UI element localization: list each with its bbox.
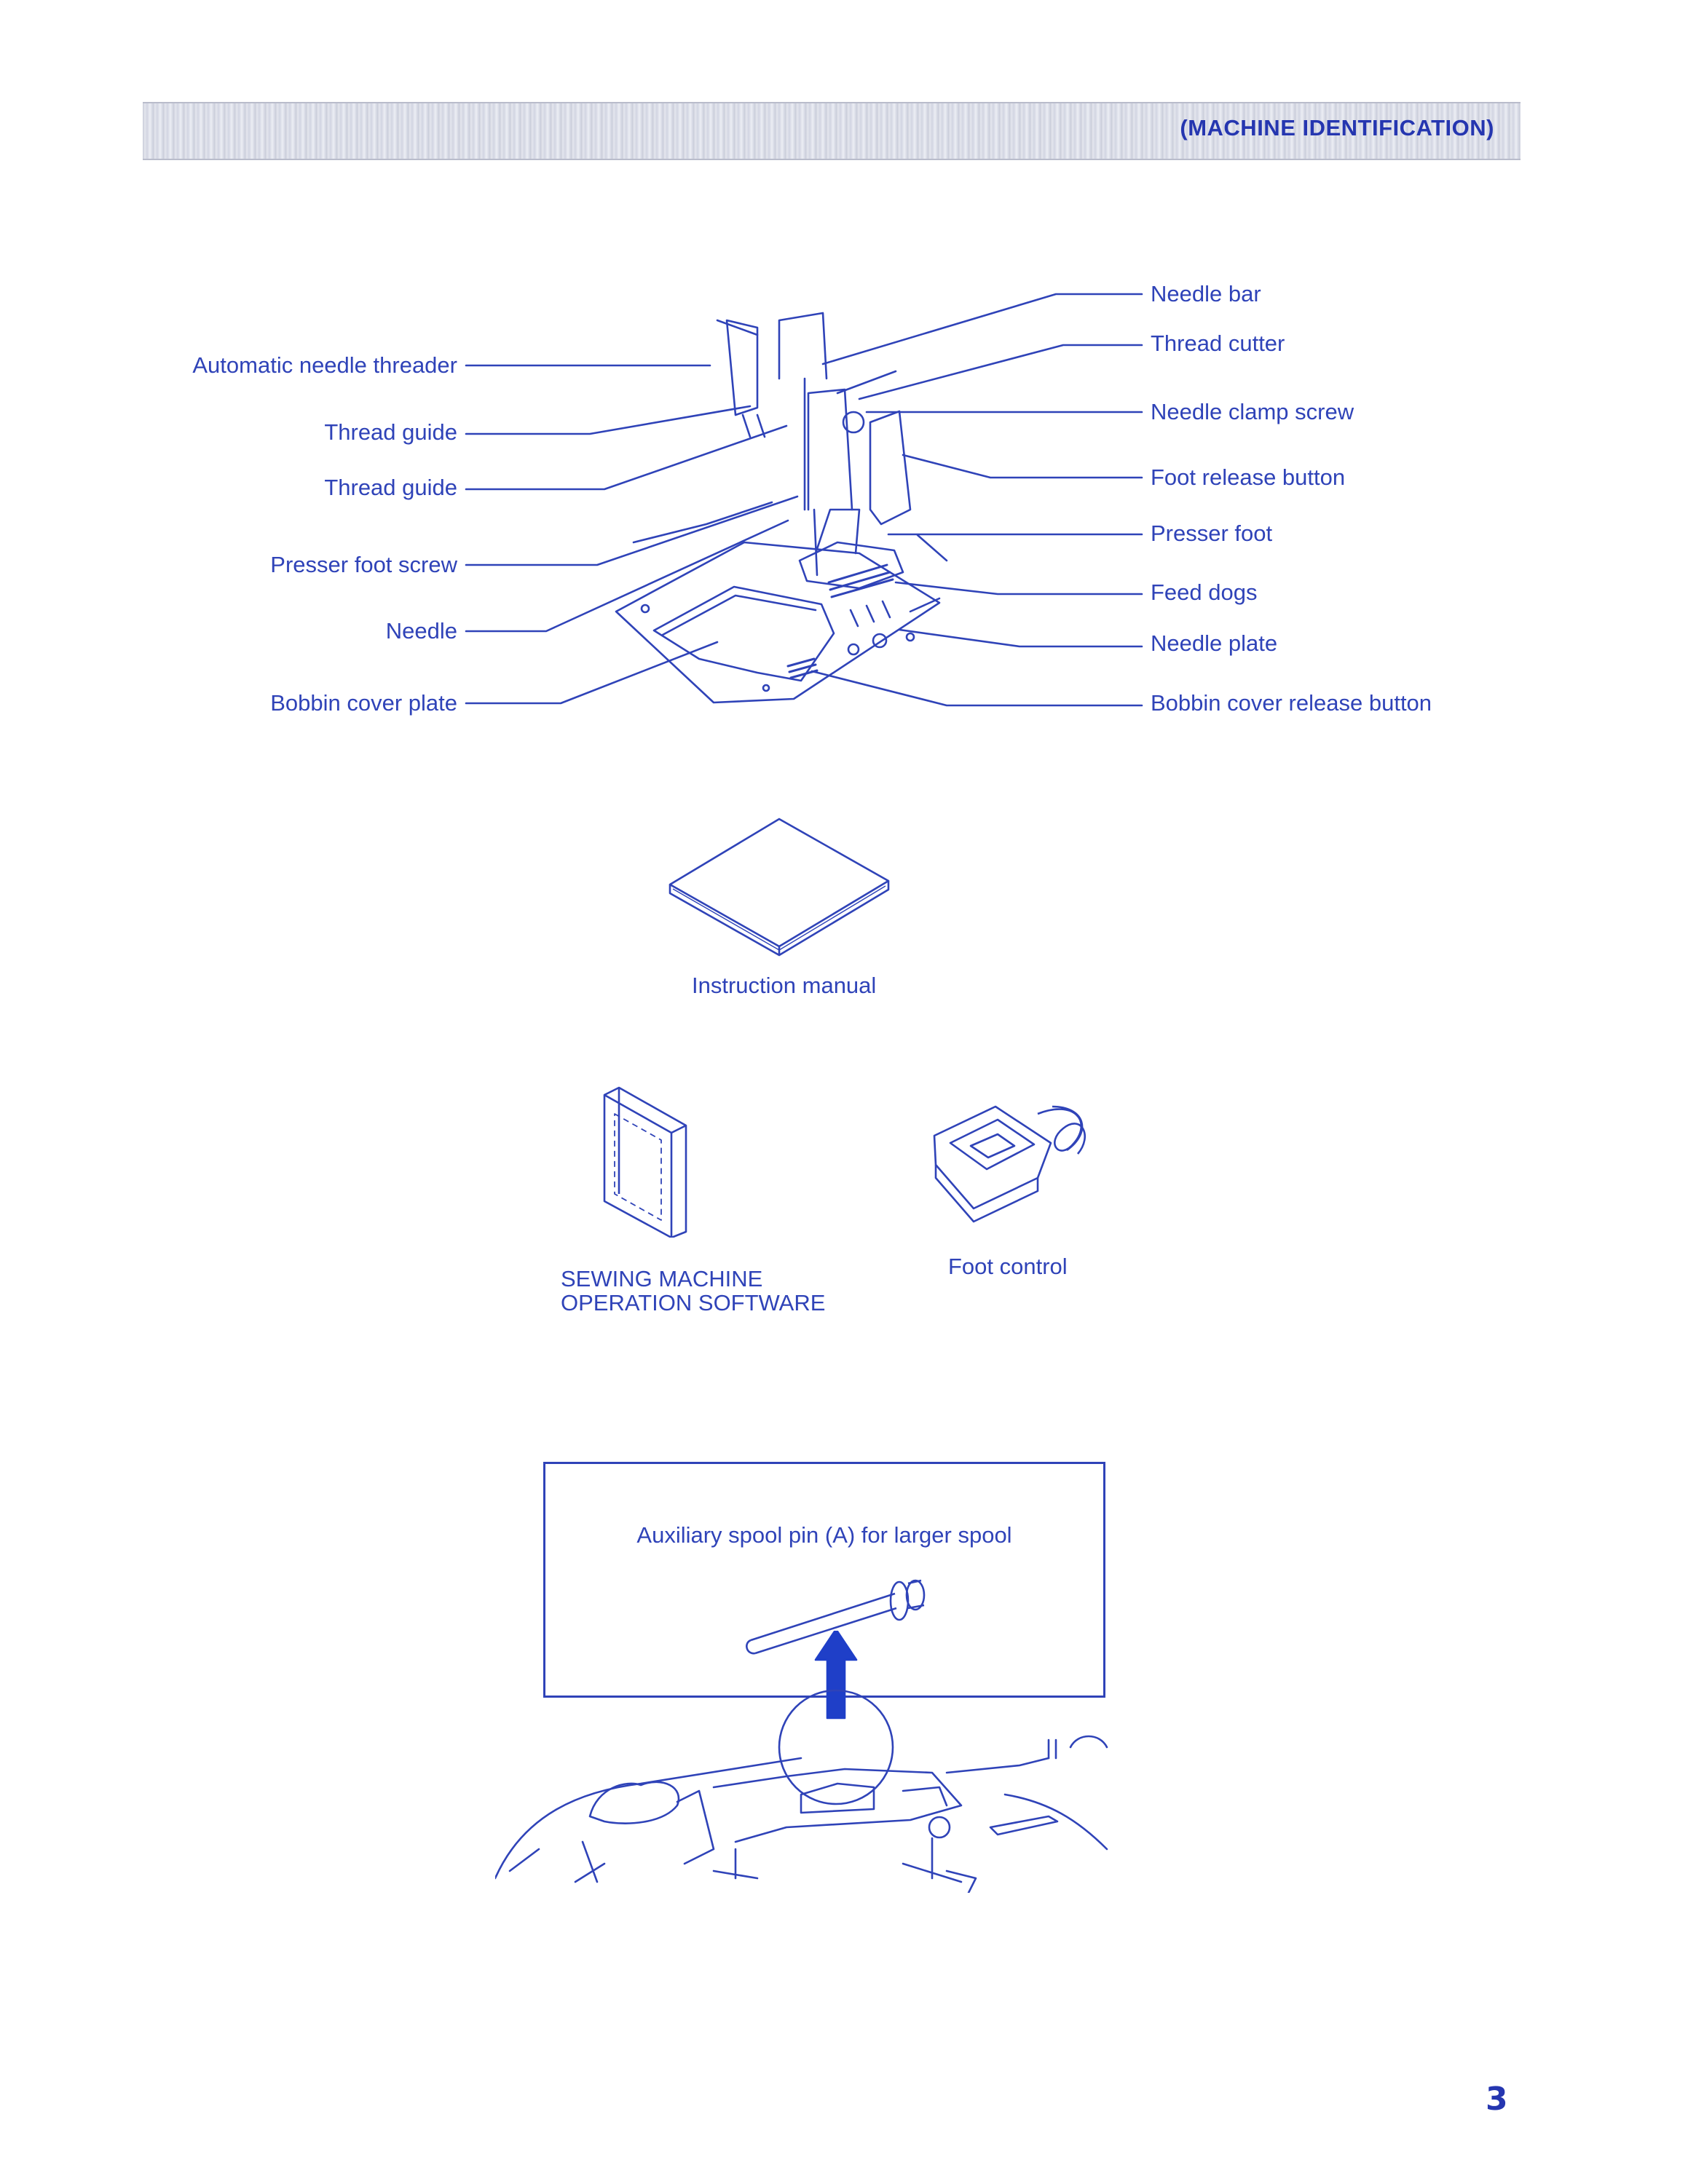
auxiliary-spool-pin-caption: Auxiliary spool pin (A) for larger spool bbox=[636, 1522, 1012, 1548]
label-bobbin-cover-plate: Bobbin cover plate bbox=[270, 690, 457, 716]
section-title: (MACHINE IDENTIFICATION) bbox=[1180, 115, 1494, 141]
foot-control-caption: Foot control bbox=[948, 1254, 1068, 1279]
label-foot-release-button: Foot release button bbox=[1151, 464, 1346, 490]
label-thread-cutter: Thread cutter bbox=[1151, 331, 1285, 356]
label-presser-foot-screw: Presser foot screw bbox=[270, 552, 457, 577]
label-bobbin-cover-release-button: Bobbin cover release button bbox=[1151, 690, 1432, 716]
machine-top-view-illustration bbox=[495, 1631, 1151, 1893]
spool-pin-illustration bbox=[746, 1579, 926, 1655]
bobbin-cover-plate-shape bbox=[652, 585, 835, 682]
label-automatic-needle-threader: Automatic needle threader bbox=[192, 352, 457, 378]
software-caption-line1: SEWING MACHINE bbox=[561, 1266, 763, 1291]
instruction-manual-illustration bbox=[663, 812, 896, 957]
software-caption: SEWING MACHINE OPERATION SOFTWARE bbox=[561, 1267, 825, 1315]
page-number: 3 bbox=[1486, 2081, 1508, 2118]
label-thread-guide-upper: Thread guide bbox=[324, 419, 457, 445]
instruction-manual-caption: Instruction manual bbox=[692, 973, 877, 998]
label-thread-guide-lower: Thread guide bbox=[324, 475, 457, 500]
label-needle: Needle bbox=[385, 618, 457, 644]
label-needle-plate: Needle plate bbox=[1151, 630, 1278, 656]
needle-area-diagram bbox=[0, 0, 1688, 772]
label-presser-foot: Presser foot bbox=[1151, 521, 1273, 546]
section-header-band: (MACHINE IDENTIFICATION) bbox=[143, 102, 1521, 160]
label-needle-bar: Needle bar bbox=[1151, 281, 1261, 306]
foot-control-illustration bbox=[928, 1092, 1096, 1223]
needle-plate-outline bbox=[615, 541, 941, 704]
label-feed-dogs: Feed dogs bbox=[1151, 579, 1258, 605]
needle-shape bbox=[813, 508, 819, 577]
software-box-illustration bbox=[600, 1085, 695, 1238]
software-caption-line2: OPERATION SOFTWARE bbox=[561, 1290, 826, 1315]
label-needle-clamp-screw: Needle clamp screw bbox=[1151, 399, 1354, 424]
presser-foot-shape bbox=[798, 541, 904, 590]
